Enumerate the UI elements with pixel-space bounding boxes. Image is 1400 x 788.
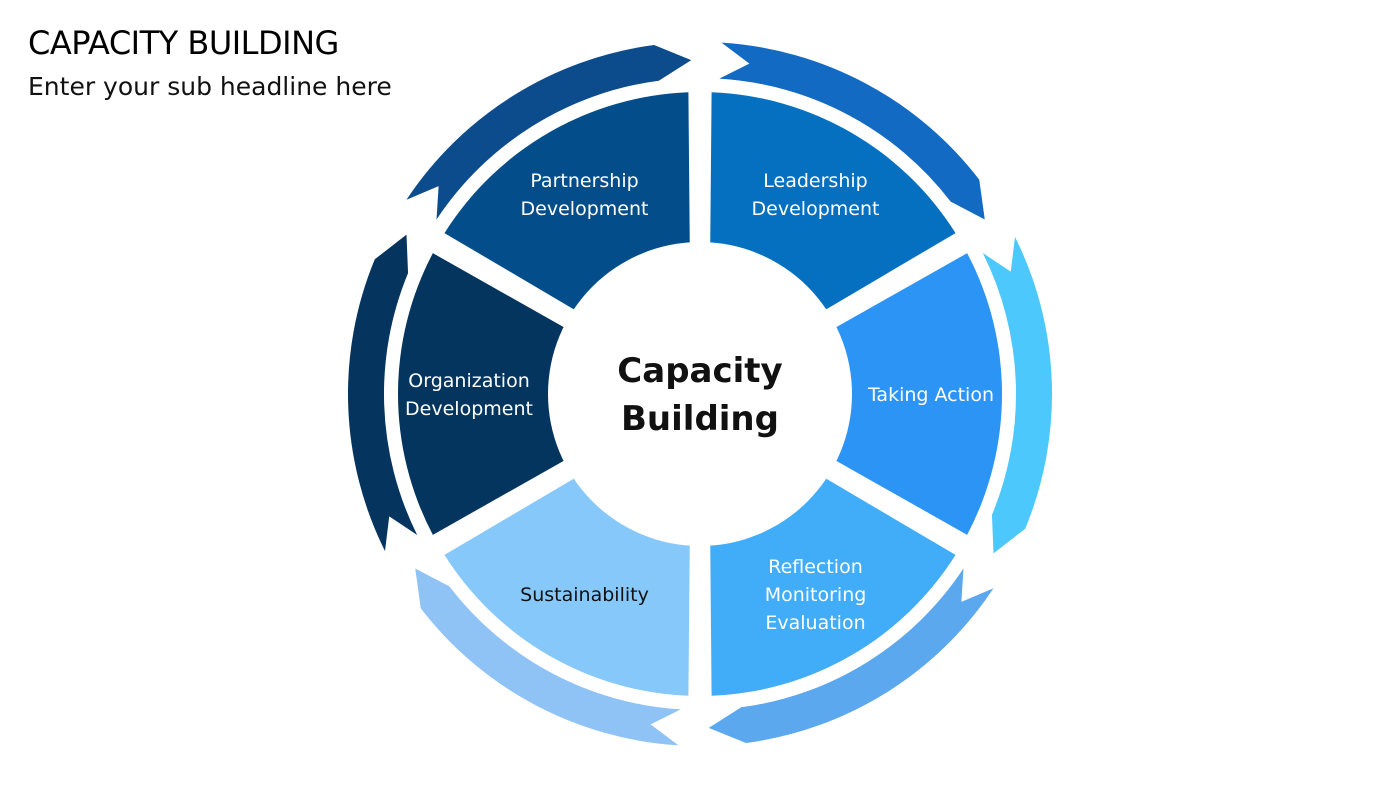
cycle-arrow <box>982 236 1052 554</box>
segment-label-line: Organization <box>408 370 529 392</box>
cycle-segment <box>444 92 690 312</box>
segment-label-line: Leadership <box>763 170 867 192</box>
cycle-segment <box>832 253 1002 535</box>
center-label-line: Capacity <box>617 351 782 391</box>
segment-label-line: Partnership <box>530 170 638 192</box>
segment-label-line: Development <box>752 198 880 220</box>
cycle-segment <box>397 253 568 535</box>
segment-label-line: Reflection <box>768 556 863 578</box>
segment-label-line: Evaluation <box>765 612 865 634</box>
segment-label-line: Sustainability <box>520 584 649 606</box>
segment-label-line: Development <box>521 198 649 220</box>
cycle-arrow <box>708 568 994 743</box>
page-subtitle: Enter your sub headline here <box>28 72 392 101</box>
cycle-segment <box>710 476 956 696</box>
center-circle <box>548 242 852 546</box>
cycle-arrow <box>347 234 418 552</box>
center-label-line: Building <box>621 399 779 439</box>
segment-label: Sustainability <box>520 584 649 606</box>
cycle-arrow <box>415 568 681 746</box>
outer-arrow-ring <box>347 42 1052 746</box>
segment-label-line: Taking Action <box>867 384 994 406</box>
page-title: CAPACITY BUILDING <box>28 24 339 62</box>
segment-label-line: Monitoring <box>765 584 867 606</box>
segment-label-line: Development <box>405 398 533 420</box>
cycle-segment <box>710 92 956 312</box>
cycle-arrow <box>406 45 692 220</box>
cycle-arrow <box>719 42 985 220</box>
segment-label: Taking Action <box>867 384 994 406</box>
cycle-segment <box>444 476 690 696</box>
